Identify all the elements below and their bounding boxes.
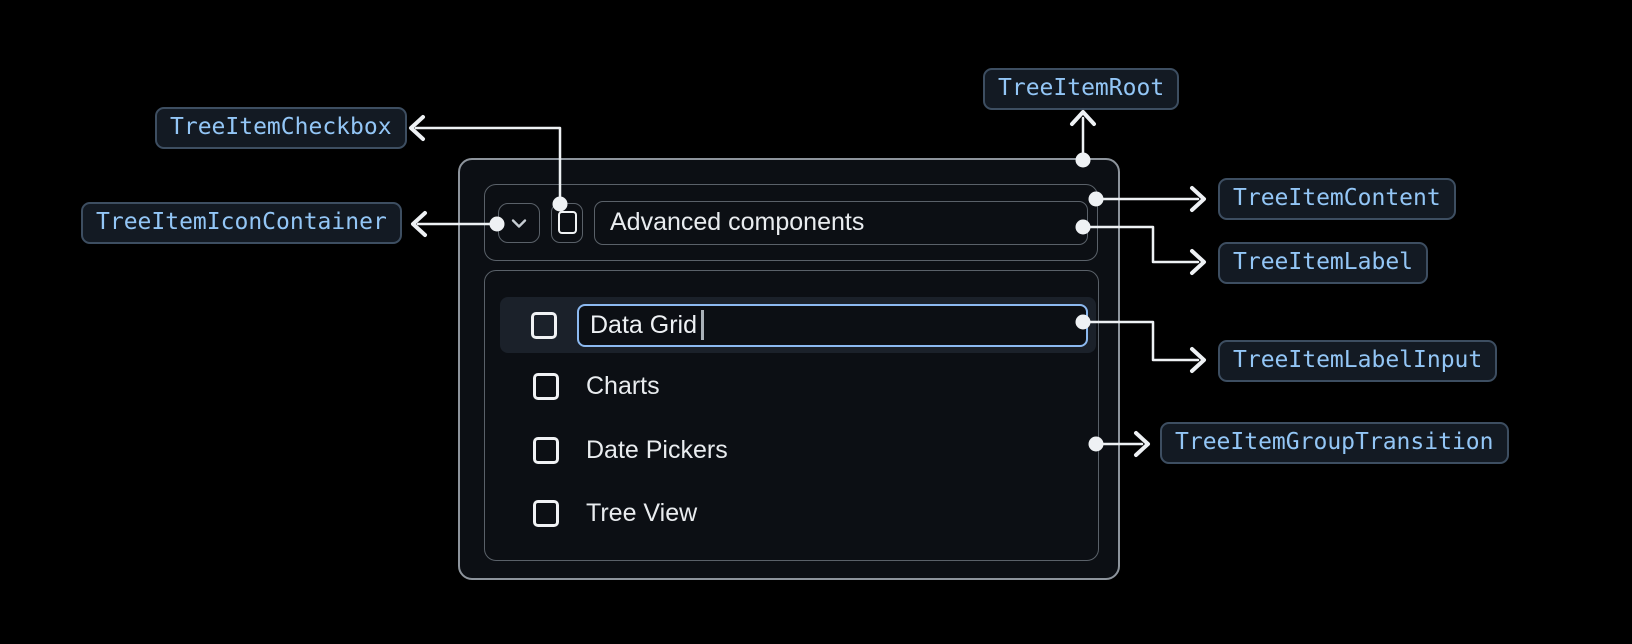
label-input-value: Data Grid bbox=[590, 310, 697, 339]
tree-item-row[interactable]: Charts bbox=[500, 364, 660, 408]
tree-item-label-text: Advanced components bbox=[610, 208, 865, 236]
badge-tree-item-root: TreeItemRoot bbox=[983, 68, 1180, 110]
tree-item-checkbox[interactable] bbox=[533, 436, 559, 464]
tree-item-checkbox[interactable] bbox=[533, 372, 559, 400]
tree-item-row[interactable]: Tree View bbox=[500, 491, 697, 535]
tree-item-content[interactable]: Advanced components bbox=[484, 184, 1098, 261]
badge-tree-item-icon-container: TreeItemIconContainer bbox=[81, 202, 402, 244]
text-caret-icon bbox=[700, 310, 704, 340]
tree-item-group-transition: Data Grid Charts Date Pickers Tree View bbox=[484, 270, 1099, 561]
tree-item-label-text: Charts bbox=[586, 371, 660, 400]
tree-item-label: Advanced components bbox=[594, 200, 1088, 245]
badge-tree-item-checkbox: TreeItemCheckbox bbox=[155, 107, 407, 149]
tree-item-label-input[interactable]: Data Grid bbox=[577, 303, 1088, 347]
tree-item-row-editing[interactable]: Data Grid bbox=[500, 297, 1096, 353]
tree-item-label-text: Date Pickers bbox=[586, 435, 728, 464]
tree-item-root: Advanced components Data Grid Charts Dat… bbox=[458, 158, 1120, 580]
badge-tree-item-label: TreeItemLabel bbox=[1218, 242, 1429, 284]
tree-item-row[interactable]: Date Pickers bbox=[500, 428, 728, 472]
tree-item-checkbox[interactable] bbox=[531, 311, 557, 339]
chevron-down-icon bbox=[511, 218, 527, 228]
badge-tree-item-group-transition: TreeItemGroupTransition bbox=[1160, 422, 1509, 464]
tree-item-label-text: Tree View bbox=[586, 498, 698, 527]
tree-item-checkbox[interactable] bbox=[533, 499, 559, 527]
badge-tree-item-label-input: TreeItemLabelInput bbox=[1218, 340, 1498, 382]
checkbox-unchecked-icon bbox=[557, 211, 577, 234]
tree-item-icon-container[interactable] bbox=[498, 202, 540, 243]
badge-tree-item-content: TreeItemContent bbox=[1218, 178, 1456, 220]
tree-item-checkbox[interactable] bbox=[551, 202, 583, 243]
